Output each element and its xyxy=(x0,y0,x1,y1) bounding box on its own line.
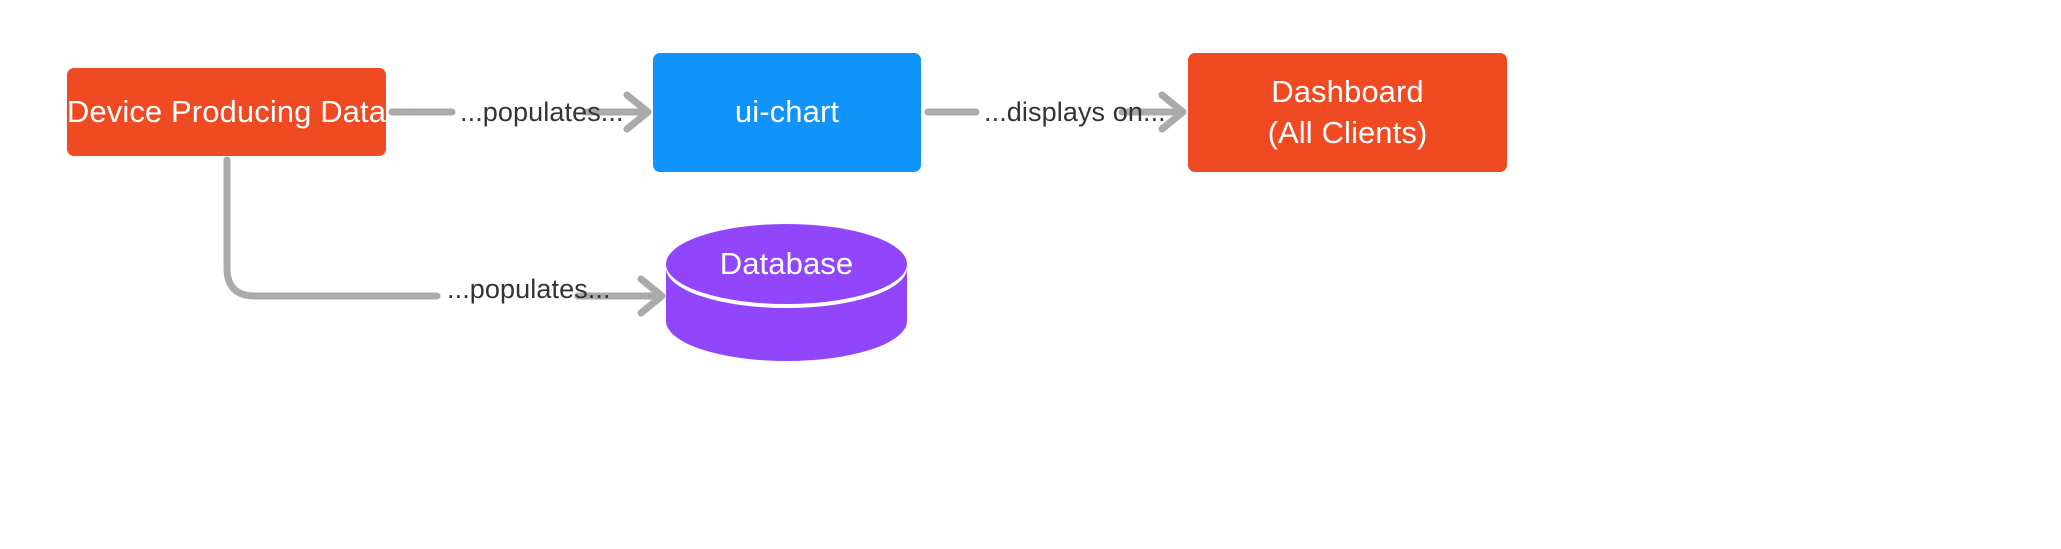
edge-device-to-database xyxy=(223,156,666,317)
node-label: ui-chart xyxy=(734,94,840,130)
edge-label-displays-on: ...displays on... xyxy=(984,97,1166,127)
node-device-producing-data[interactable]: Device Producing Data xyxy=(67,68,386,156)
node-label-line-2: (All Clients) xyxy=(1267,114,1428,150)
cylinder-top xyxy=(666,224,907,304)
node-database[interactable]: Database xyxy=(666,224,907,361)
edge-elbow-path xyxy=(223,156,441,300)
arrowhead-icon xyxy=(1158,91,1187,133)
cylinder-icon xyxy=(666,224,907,361)
arrowhead-icon xyxy=(623,91,652,133)
edge-label-populates-database: ...populates... xyxy=(447,274,611,304)
arrowhead-icon xyxy=(637,275,666,317)
edge-label-populates-ui-chart: ...populates... xyxy=(460,97,624,127)
edge-device-to-ui-chart xyxy=(388,91,652,133)
node-dashboard[interactable]: Dashboard (All Clients) xyxy=(1188,53,1507,172)
edge-ui-chart-to-dashboard xyxy=(924,91,1187,133)
node-label-line-1: Dashboard xyxy=(1271,74,1424,110)
node-label: Device Producing Data xyxy=(66,93,387,129)
node-ui-chart[interactable]: ui-chart xyxy=(653,53,921,172)
